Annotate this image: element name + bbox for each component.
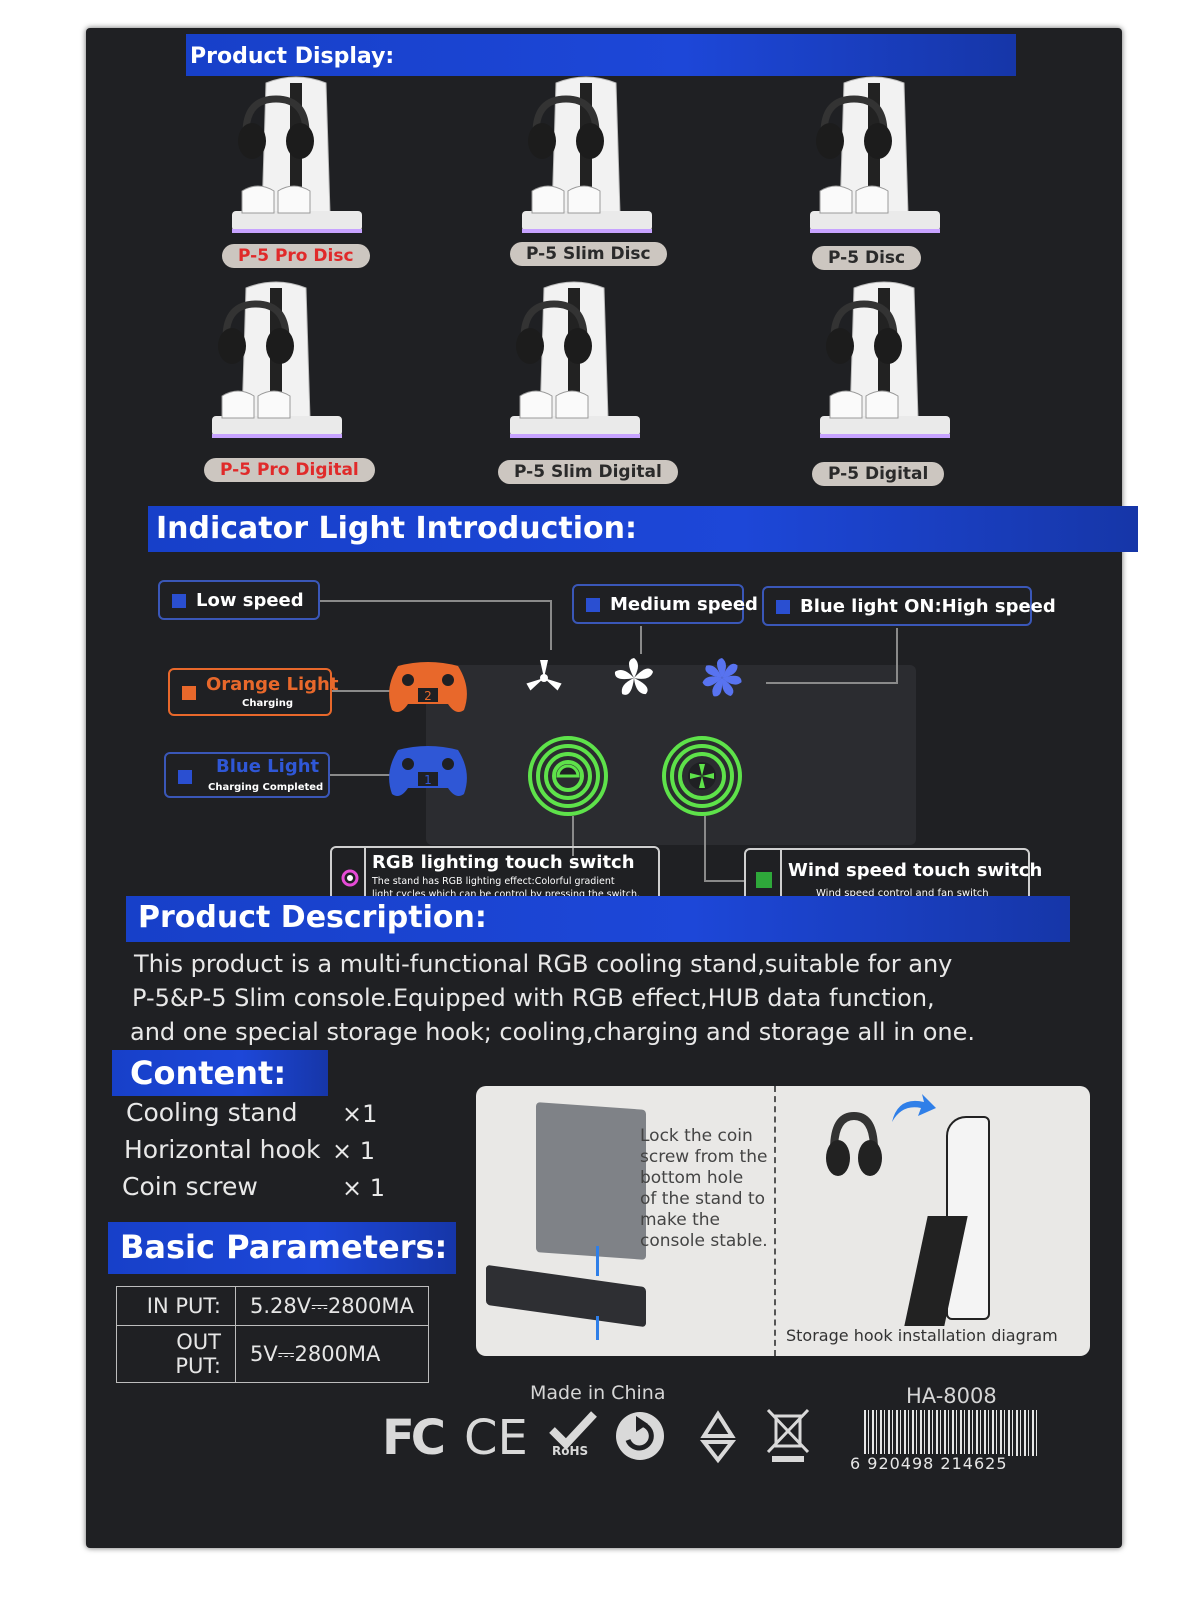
product-image: [804, 73, 1004, 273]
barcode-number: 6 920498 214625: [850, 1454, 1008, 1473]
rohs-check-icon: [549, 1411, 597, 1450]
model-label: P-5 Pro Disc: [222, 244, 370, 268]
model-label: P-5 Disc: [812, 246, 922, 270]
fan-high-icon: [702, 658, 742, 697]
lock-instruction-line: bottom hole: [640, 1168, 744, 1188]
model-number: HA-8008: [906, 1384, 997, 1408]
description-banner: Product Description:: [126, 896, 1070, 942]
model-label: P-5 Slim Disc: [510, 242, 667, 266]
orange-controller-icon: 2: [389, 662, 467, 712]
medium-speed-label: Medium speed: [572, 584, 758, 624]
model-label: P-5 Digital: [812, 462, 945, 486]
params-row: OUT PUT: 5V⎓2800MA: [116, 1325, 429, 1383]
svg-text:1: 1: [424, 773, 432, 787]
content-item-qty: × 1: [332, 1137, 376, 1165]
content-item-name: Horizontal hook: [124, 1135, 321, 1164]
params-row: IN PUT: 5.28V⎓2800MA: [116, 1286, 429, 1326]
rohs-mark: RoHS: [552, 1444, 589, 1458]
arrow-icon: [892, 1094, 936, 1122]
content-item-name: Coin screw: [122, 1172, 258, 1201]
description-line-2: P-5&P-5 Slim console.Equipped with RGB e…: [132, 984, 935, 1012]
barcode: [864, 1410, 1038, 1456]
rgb-circle-icon: [341, 869, 359, 887]
params-banner: Basic Parameters:: [108, 1222, 456, 1274]
product-image: [516, 73, 716, 273]
description-title: Product Description:: [138, 900, 487, 935]
content-item-qty: ×1: [342, 1100, 378, 1128]
recycle-icon: [699, 1410, 737, 1464]
description-line-1: This product is a multi-functional RGB c…: [134, 950, 953, 978]
model-label: P-5 Slim Digital: [498, 460, 678, 484]
content-banner: Content:: [112, 1050, 328, 1096]
lock-instruction-line: Lock the coin: [640, 1126, 753, 1146]
wind-touch-switch-icon: [662, 736, 742, 816]
content-item-name: Cooling stand: [126, 1098, 298, 1127]
rgb-switch-label: RGB lighting touch switch The stand has …: [330, 846, 660, 906]
product-image: [206, 278, 406, 478]
product-image: [226, 73, 426, 273]
lock-instruction-line: make the: [640, 1210, 720, 1230]
lock-instruction-line: of the stand to: [640, 1189, 766, 1209]
params-table: IN PUT: 5.28V⎓2800MA OUT PUT: 5V⎓2800MA: [116, 1286, 429, 1383]
rgb-touch-switch-icon: [528, 736, 608, 816]
svg-text:2: 2: [424, 689, 432, 703]
content-title: Content:: [130, 1054, 287, 1092]
params-title: Basic Parameters:: [120, 1228, 448, 1266]
blue-light-label: Blue Light Charging Completed: [164, 752, 330, 798]
lock-instruction-line: console stable.: [640, 1231, 768, 1251]
content-item-qty: × 1: [342, 1174, 386, 1202]
product-display-banner: Product Display:: [186, 34, 1016, 76]
recycle-arrow-icon: [616, 1412, 664, 1460]
made-in-china: Made in China: [530, 1382, 666, 1404]
indicator-banner: Indicator Light Introduction:: [148, 506, 1138, 552]
model-label: P-5 Pro Digital: [204, 458, 375, 482]
description-line-3: and one special storage hook; cooling,ch…: [130, 1018, 975, 1046]
fan-medium-icon: [614, 658, 654, 695]
headset-icon: [826, 1111, 882, 1176]
fan-low-icon: [526, 660, 562, 691]
product-image: [814, 278, 1014, 478]
hook-caption: Storage hook installation diagram: [786, 1326, 1058, 1345]
high-speed-label: Blue light ON:High speed: [762, 586, 1056, 626]
ce-mark: CE: [464, 1410, 528, 1466]
blue-controller-icon: 1: [389, 746, 467, 796]
fc-mark: FC: [382, 1410, 446, 1466]
product-image: [504, 278, 704, 478]
weee-bin-icon: [766, 1408, 810, 1462]
low-speed-label: Low speed: [158, 580, 320, 620]
lock-instruction-line: screw from the: [640, 1147, 768, 1167]
orange-light-label: Orange Light Charging: [168, 668, 338, 716]
indicator-title: Indicator Light Introduction:: [156, 511, 637, 546]
product-display-title: Product Display:: [190, 44, 395, 69]
